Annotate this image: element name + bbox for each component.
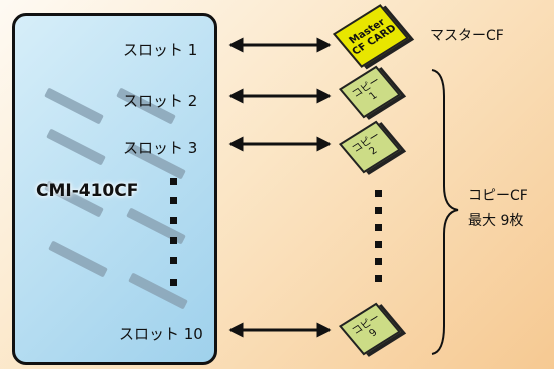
ellipsis-dot [170, 217, 177, 224]
ellipsis-dot [170, 178, 177, 185]
ellipsis-dot [375, 224, 382, 231]
copy-card-1-line2: 1 [367, 90, 380, 103]
copy-card-2-line2: 2 [367, 145, 380, 158]
ellipsis-dot [375, 258, 382, 265]
slot-label-2: スロット 2 [123, 92, 198, 110]
master-cf-label: マスターCF [430, 28, 504, 44]
ellipsis-dot [170, 237, 177, 244]
ellipsis-dot [375, 207, 382, 214]
copy-cf-label: コピーCF [468, 188, 528, 204]
device-model-label: CMI-410CF [36, 181, 139, 201]
device-panel: スロット 1 スロット 2 スロット 3 スロット 10 [12, 13, 217, 365]
ellipsis-dot [375, 190, 382, 197]
ellipsis-dot [170, 197, 177, 204]
copy-brace [431, 69, 459, 355]
slot-label-1: スロット 1 [123, 41, 198, 59]
copy-card-9-line2: 9 [367, 327, 380, 340]
slot-label-10: スロット 10 [119, 325, 203, 343]
ellipsis-dot [375, 241, 382, 248]
copy-cf-max-label: 最大 9枚 [468, 213, 524, 229]
slot-label-3: スロット 3 [123, 139, 198, 157]
ellipsis-dot [375, 275, 382, 282]
ellipsis-dot [170, 279, 177, 286]
ellipsis-dot [170, 257, 177, 264]
